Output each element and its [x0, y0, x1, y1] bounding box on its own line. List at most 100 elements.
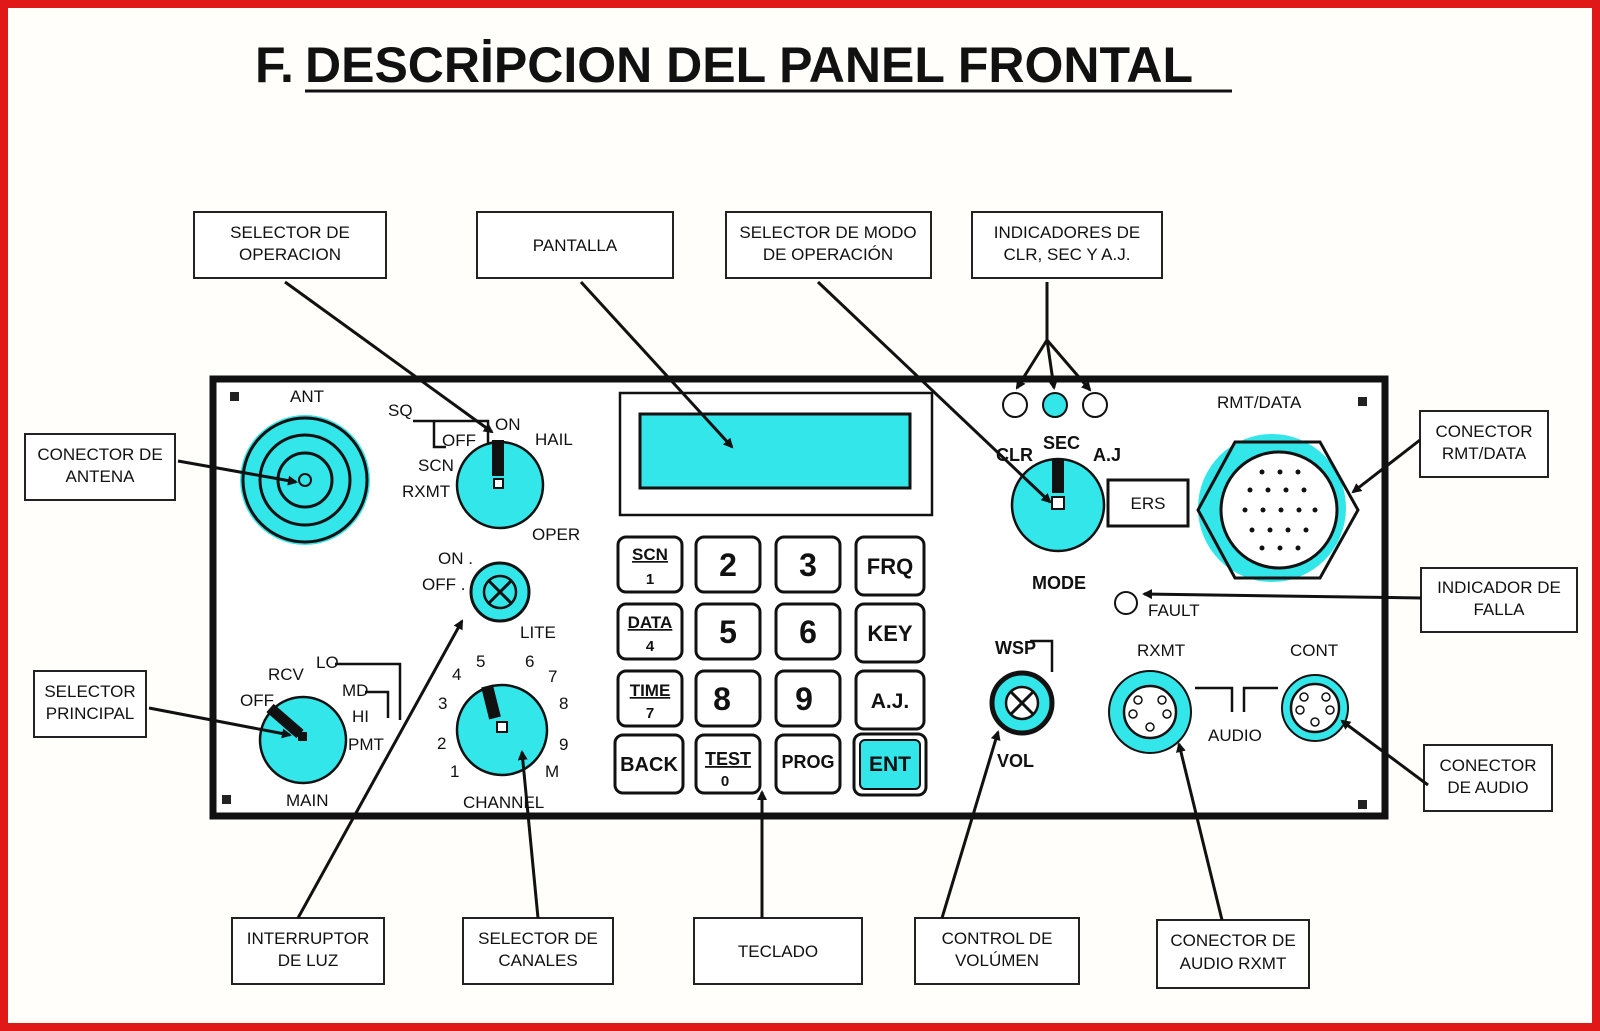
svg-text:2: 2 — [719, 547, 737, 583]
mode-label: MODE — [1032, 573, 1086, 593]
svg-text:FALLA: FALLA — [1473, 600, 1525, 619]
callout-indicadores: INDICADORES DE CLR, SEC Y A.J. — [971, 211, 1163, 279]
ers-label: ERS — [1131, 494, 1166, 513]
svg-text:PROG: PROG — [781, 752, 834, 772]
mode-selector-knob[interactable] — [1010, 457, 1106, 553]
key-8[interactable]: 8 — [694, 669, 762, 728]
svg-text:CONECTOR DE: CONECTOR DE — [1170, 931, 1295, 950]
pmt-label: PMT — [348, 735, 384, 754]
cont-audio-connector[interactable] — [1281, 674, 1349, 742]
aj-indicator-lamp — [1082, 392, 1108, 418]
key-data[interactable]: DATA 4 — [616, 602, 684, 661]
svg-text:9: 9 — [795, 681, 813, 717]
svg-text:VOLÚMEN: VOLÚMEN — [955, 951, 1039, 970]
fault-label: FAULT — [1148, 601, 1200, 620]
key-aj[interactable]: A.J. — [854, 669, 926, 731]
channel-label: CHANNEL — [463, 793, 544, 812]
svg-text:5: 5 — [719, 614, 737, 650]
lo-line — [335, 662, 402, 720]
svg-text:AUDIO RXMT: AUDIO RXMT — [1180, 954, 1287, 973]
keypad: SCN 1 2 3 FRQ DATA 4 5 6 K — [613, 535, 928, 797]
arrow-selector-modo — [816, 280, 1052, 504]
arrow-sec-indicator — [1045, 339, 1058, 390]
lite-off-label: OFF . — [422, 575, 465, 594]
indicator-lamps — [1002, 392, 1108, 418]
key-time[interactable]: TIME 7 — [616, 669, 684, 728]
channel-num-7: 7 — [548, 667, 557, 686]
md-line — [365, 690, 390, 718]
arrow-indicador-falla — [1142, 589, 1422, 600]
channel-selector-knob[interactable] — [455, 683, 549, 777]
svg-text:ENT: ENT — [869, 753, 911, 776]
key-frq[interactable]: FRQ — [854, 535, 926, 597]
svg-text:1: 1 — [646, 571, 654, 588]
svg-text:3: 3 — [799, 547, 817, 583]
volume-knob[interactable] — [989, 670, 1055, 736]
callout-conector-rmt: CONECTOR RMT/DATA — [1419, 410, 1549, 478]
page-title: DESCRİPCION DEL PANEL FRONTAL — [305, 37, 1193, 93]
key-back[interactable]: BACK — [613, 733, 685, 795]
arrow-selector-principal — [148, 706, 292, 739]
svg-text:CLR, SEC Y A.J.: CLR, SEC Y A.J. — [1004, 245, 1131, 264]
sec-indicator-lamp — [1042, 392, 1068, 418]
main-label: MAIN — [286, 791, 329, 810]
operation-selector-knob[interactable] — [455, 440, 545, 530]
arrow-aj-indicator — [1045, 339, 1092, 392]
off-bracket — [432, 421, 446, 449]
key-key[interactable]: KEY — [854, 602, 926, 664]
main-selector-knob[interactable] — [258, 695, 348, 785]
channel-num-5: 5 — [476, 652, 485, 671]
svg-text:A.J.: A.J. — [871, 690, 910, 713]
arrow-conector-rxmt — [1176, 742, 1224, 921]
oper-label: OPER — [532, 525, 580, 544]
rxmt-audio-connector[interactable] — [1108, 670, 1192, 754]
fault-indicator-lamp — [1114, 591, 1138, 615]
key-prog[interactable]: PROG — [774, 733, 842, 795]
audio-label: AUDIO — [1208, 726, 1262, 745]
svg-text:RMT/DATA: RMT/DATA — [1442, 444, 1527, 463]
lite-on-label: ON . — [438, 549, 473, 568]
key-3[interactable]: 3 — [774, 535, 842, 594]
svg-text:TIME: TIME — [630, 681, 671, 700]
key-ent[interactable]: ENT — [852, 732, 928, 797]
callout-selector-operacion: SELECTOR DE OPERACION — [193, 211, 387, 279]
svg-text:SELECTOR DE MODO: SELECTOR DE MODO — [739, 223, 916, 242]
arrow-selector-canales — [517, 750, 540, 919]
lo-label: LO — [316, 653, 339, 672]
key-test[interactable]: TEST 0 — [694, 733, 762, 795]
svg-text:8: 8 — [713, 681, 731, 717]
arrow-clr-indicator — [1015, 339, 1049, 390]
vol-label: VOL — [997, 751, 1034, 771]
svg-text:6: 6 — [799, 614, 817, 650]
rxmt-label: RXMT — [402, 482, 450, 501]
sq-label: SQ — [388, 401, 413, 420]
svg-text:SELECTOR DE: SELECTOR DE — [230, 223, 350, 242]
ant-label: ANT — [290, 387, 324, 406]
svg-text:PRINCIPAL: PRINCIPAL — [46, 704, 135, 723]
callout-indicador-falla: INDICADOR DE FALLA — [1420, 567, 1578, 633]
channel-num-8: 8 — [559, 694, 568, 713]
svg-text:DE LUZ: DE LUZ — [278, 951, 338, 970]
callout-selector-canales: SELECTOR DE CANALES — [462, 917, 614, 985]
rmt-data-connector[interactable] — [1196, 434, 1360, 582]
light-switch[interactable] — [469, 561, 531, 623]
key-5[interactable]: 5 — [694, 602, 762, 661]
wsp-label: WSP — [995, 638, 1036, 658]
callout-conector-antena: CONECTOR DE ANTENA — [24, 433, 176, 501]
ers-box — [1106, 478, 1190, 528]
key-6[interactable]: 6 — [774, 602, 842, 661]
key-2[interactable]: 2 — [694, 535, 762, 594]
svg-text:TECLADO: TECLADO — [738, 942, 818, 961]
channel-num-4: 4 — [452, 665, 461, 684]
svg-text:INDICADOR DE: INDICADOR DE — [1437, 578, 1561, 597]
key-scn[interactable]: SCN 1 — [616, 535, 684, 594]
key-9[interactable]: 9 — [774, 669, 842, 728]
title-prefix: F. — [255, 37, 294, 93]
svg-text:0: 0 — [721, 773, 729, 790]
svg-text:DE OPERACIÓN: DE OPERACIÓN — [763, 245, 893, 264]
antenna-connector[interactable] — [240, 415, 370, 545]
callout-selector-principal: SELECTOR PRINCIPAL — [33, 670, 147, 738]
svg-text:OPERACION: OPERACION — [239, 245, 341, 264]
rcv-label: RCV — [268, 665, 305, 684]
